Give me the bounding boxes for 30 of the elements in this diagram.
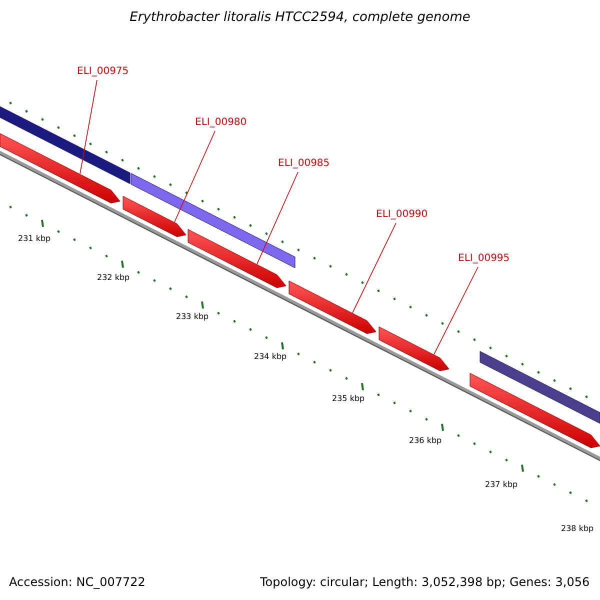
leader-line — [256, 172, 298, 264]
gene-bar — [0, 106, 130, 184]
scale-label: 237 kbp — [485, 480, 518, 489]
gene-bar — [470, 372, 600, 448]
gene-bar — [0, 133, 120, 204]
gene-bar — [480, 351, 600, 424]
scale-label: 234 kbp — [254, 352, 287, 361]
footer-text: Accession: NC_007722 — [9, 575, 146, 589]
scale-label: 235 kbp — [332, 394, 365, 403]
gene-bar — [188, 229, 286, 288]
chart-title: Erythrobacter litoralis HTCC2594, complete genome — [128, 10, 472, 25]
footer-text: Topology: circular; Length: 3,052,398 bp; Genes: 3,056 — [260, 575, 590, 589]
gene-bar — [288, 280, 376, 334]
gene-label: ELI_00975 — [77, 66, 129, 77]
scale-label: 231 kbp — [18, 234, 51, 243]
gene-bar — [122, 196, 186, 238]
gene-label: ELI_00990 — [376, 209, 428, 220]
scale-label: 232 kbp — [97, 273, 130, 282]
gene-label: ELI_00995 — [458, 253, 510, 264]
gene-bar — [130, 173, 296, 268]
leader-line — [352, 222, 396, 314]
gene-bar — [378, 326, 450, 372]
scale-label: 233 kbp — [176, 312, 209, 321]
gene-label: ELI_00985 — [278, 158, 330, 169]
leader-line — [434, 266, 478, 355]
gene-label: ELI_00980 — [195, 117, 247, 128]
scale-label: 236 kbp — [409, 436, 442, 445]
leader-line — [174, 130, 216, 222]
scale-label: 238 kbp — [561, 524, 594, 533]
leader-line — [80, 80, 98, 174]
